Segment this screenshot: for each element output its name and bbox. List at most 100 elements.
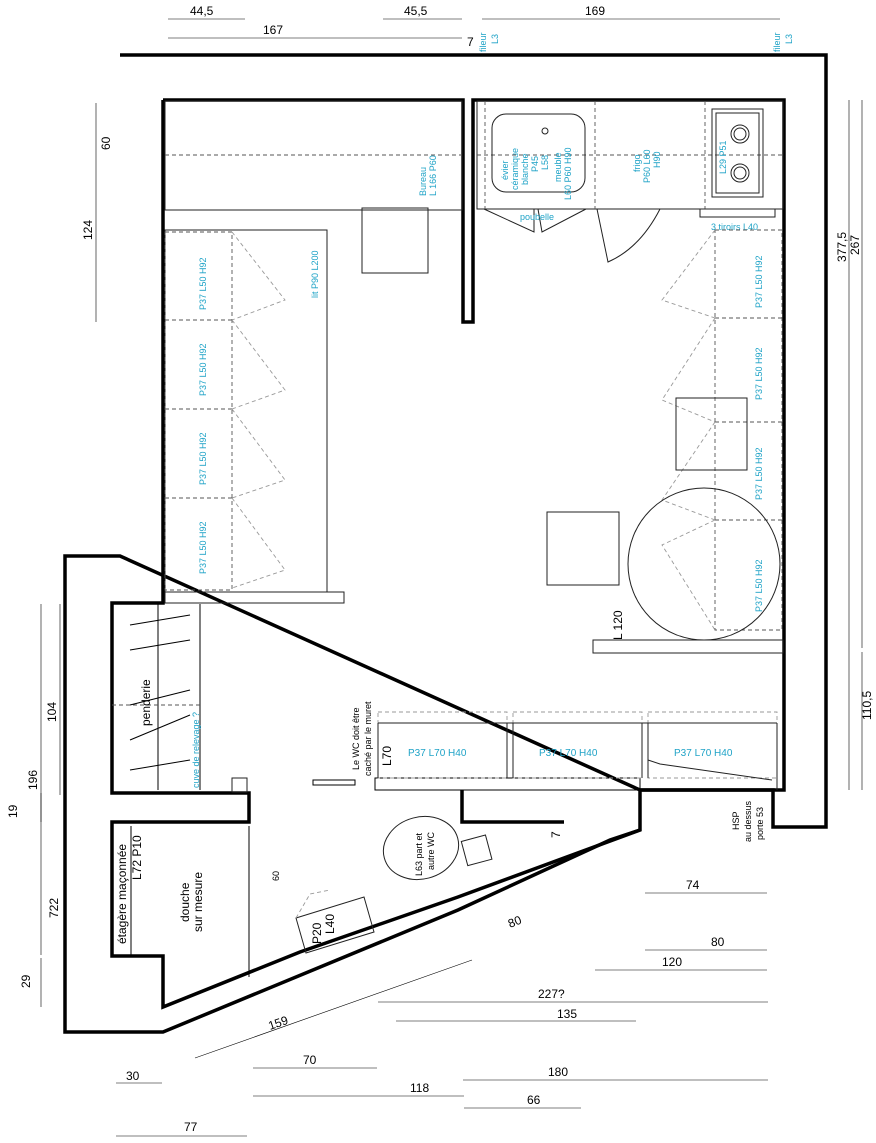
dim-227: 227?	[538, 987, 565, 1001]
dims-left: 60 124 104 196 19 722 29	[6, 103, 113, 1007]
lit: lit P90 L200	[164, 229, 345, 604]
closet: penderie cuve de relevage ?	[112, 604, 248, 793]
plaque-label: L29 P51	[718, 140, 728, 174]
douche-label-1: douche	[178, 882, 192, 922]
cuve-label: cuve de relevage ?	[191, 712, 201, 788]
dims-right: 377,5 267 110,5	[835, 100, 874, 790]
frigo-1: frigo	[632, 154, 642, 172]
dim-44-5: 44,5	[190, 4, 214, 18]
wc-label-1: L63 part et	[414, 832, 424, 876]
dims-bottom: 74 80 120 227? 135 159 70 180 118 66 30 …	[116, 831, 768, 1137]
dim-267: 267	[848, 235, 862, 255]
fileur-right: fileur	[772, 32, 782, 52]
bureau-label-1: Bureau	[418, 167, 428, 196]
evier-1: évier	[500, 160, 510, 180]
p37-right-1: P37 L50 H92	[754, 255, 764, 308]
wc	[382, 815, 460, 881]
tiroirs-label: 3 tiroirs L40	[711, 222, 758, 232]
p37-l70-1: P37 L70 H40	[408, 748, 467, 759]
dim-29: 29	[19, 974, 33, 988]
dim-169: 169	[585, 4, 605, 18]
dim-7-diag: 7	[549, 831, 563, 838]
p37-right-3: P37 L50 H92	[754, 447, 764, 500]
etagere-dim: L72 P10	[130, 835, 144, 880]
dim-377-5: 377,5	[835, 232, 849, 262]
p37-left-2: P37 L50 H92	[198, 343, 208, 396]
fileur-left: fileur	[478, 32, 488, 52]
etagere-label: étagère maçonnée	[115, 844, 129, 944]
inner-wall	[163, 98, 786, 792]
plaque	[711, 108, 764, 198]
dining: L 120	[546, 397, 784, 654]
p37-l70-3: P37 L70 H40	[674, 748, 733, 759]
hsp-2: au dessus	[743, 800, 753, 842]
dim-60: 60	[99, 136, 113, 150]
frigo-2: P60 L60	[642, 149, 652, 183]
frigo-3: H90	[652, 151, 662, 168]
dim-180: 180	[548, 1065, 568, 1079]
evier-6: meuble	[553, 152, 563, 182]
dim-104: 104	[45, 702, 59, 722]
dim-159: 159	[266, 1013, 290, 1033]
dim-120: 120	[662, 955, 682, 969]
dim-80: 80	[711, 935, 725, 949]
dim-30: 30	[126, 1069, 140, 1083]
dim-60-small: 60	[271, 871, 281, 881]
penderie-label: penderie	[139, 679, 153, 726]
bathroom: étagère maçonnée L72 P10 douche sur mesu…	[115, 815, 493, 977]
wc-label-2: autre WC	[426, 831, 436, 870]
muret-l70	[312, 779, 356, 786]
evier-2: céramique	[510, 148, 520, 190]
p20-label: P20	[310, 922, 324, 944]
dim-19: 19	[6, 804, 20, 818]
p37-left-4: P37 L50 H92	[198, 521, 208, 574]
p37-left-3: P37 L50 H92	[198, 432, 208, 485]
p37-right-4: P37 L50 H92	[754, 559, 764, 612]
wc-note-1: Le WC doit être	[351, 707, 361, 770]
evier-3: blanche	[520, 153, 530, 185]
p37-l70-2: P37 L70 H40	[539, 748, 598, 759]
bureau-label-2: L 166 P60	[428, 155, 438, 196]
dim-77: 77	[184, 1120, 198, 1134]
evier-7: L60 P60 H90	[563, 147, 573, 200]
l70-label: L70	[380, 746, 394, 766]
bureau: Bureau L 166 P60	[164, 100, 463, 274]
dim-167: 167	[263, 23, 283, 37]
dim-722: 722	[47, 898, 61, 918]
dim-80-diag: 80	[506, 913, 524, 931]
dim-118: 118	[410, 1081, 429, 1095]
kitchen: évier céramique blanche P45 L58 meuble L…	[476, 100, 784, 263]
dim-66: 66	[527, 1093, 541, 1107]
dim-74: 74	[686, 878, 700, 892]
dim-45-5: 45,5	[404, 4, 428, 18]
muret	[374, 777, 641, 791]
hsp-3: porte 53	[755, 807, 765, 840]
dim-135: 135	[557, 1007, 577, 1021]
dim-196: 196	[26, 770, 40, 790]
dim-70: 70	[303, 1053, 317, 1067]
fileur-left-l3: L3	[490, 34, 500, 44]
fileur-right-l3: L3	[784, 34, 794, 44]
poubelle-label: poubelle	[520, 212, 554, 222]
left-cabinets: P37 L50 H92 P37 L50 H92 P37 L50 H92 P37 …	[164, 231, 286, 591]
dim-7-top: 7	[467, 35, 474, 49]
dim-124: 124	[81, 220, 95, 240]
inner-wall-left	[110, 100, 641, 1010]
evier-4: P45	[530, 156, 540, 172]
bath-wall	[460, 790, 564, 824]
hsp-1: HSP	[731, 811, 741, 830]
dims-top: 44,5 45,5 169 167 7	[168, 4, 780, 49]
evier-5: L58	[540, 155, 550, 170]
right-cabinets: P37 L50 H92 P37 L50 H92 P37 L50 H92 P37 …	[661, 229, 783, 631]
p37-right-2: P37 L50 H92	[754, 347, 764, 400]
l120-label: L 120	[611, 610, 625, 640]
douche-label-2: sur mesure	[191, 872, 205, 932]
lit-label: lit P90 L200	[310, 250, 320, 298]
wc-note-2: caché par le muret	[363, 701, 373, 776]
p37-left-1: P37 L50 H92	[198, 257, 208, 310]
low-cabinets: P37 L70 H40 P37 L70 H40 P37 L70 H40	[377, 711, 778, 790]
dim-110-5: 110,5	[860, 691, 874, 720]
l40-label: L40	[323, 914, 337, 934]
evier	[491, 113, 586, 193]
